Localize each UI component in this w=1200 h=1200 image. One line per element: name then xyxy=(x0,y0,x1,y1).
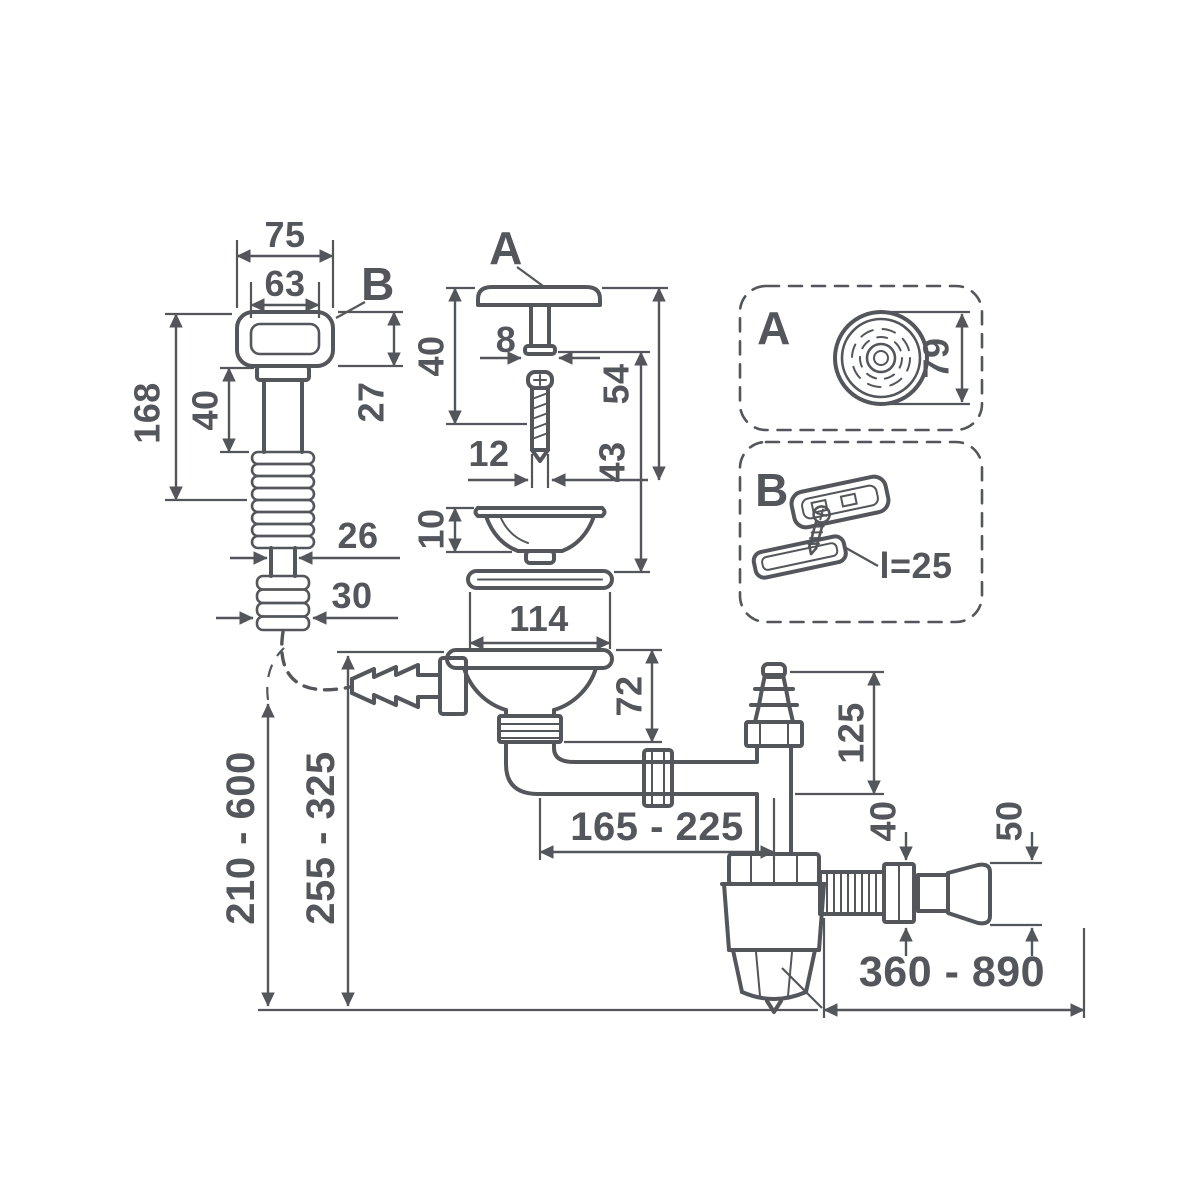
dim-label-l25: l=25 xyxy=(879,545,952,586)
dim-label-125: 125 xyxy=(831,702,872,764)
dim-label-165-225: 165 - 225 xyxy=(570,805,744,849)
drain-cover-top-view xyxy=(833,310,929,406)
detail-ref-a-label: A xyxy=(489,222,523,274)
dim-label-210-600: 210 - 600 xyxy=(219,751,263,925)
dim-label-255-325: 255 - 325 xyxy=(299,751,343,925)
dim-flange-114: 114 xyxy=(468,592,612,650)
dim-run-165-225: 165 - 225 xyxy=(538,798,776,860)
dim-label-12: 12 xyxy=(468,433,509,474)
dim-label-30: 30 xyxy=(331,575,372,616)
strainer-body xyxy=(445,648,614,744)
overflow-head xyxy=(235,310,335,382)
dim-label-63: 63 xyxy=(264,263,305,304)
dim-neck-40: 40 xyxy=(185,366,254,454)
detail-ref-b: B xyxy=(335,258,395,319)
dim-cap-40: 40 xyxy=(411,286,527,426)
dim-label-114: 114 xyxy=(509,598,569,639)
dim-label-43: 43 xyxy=(592,441,633,482)
dim-label-75: 75 xyxy=(264,214,305,255)
overflow-cover-plate xyxy=(789,474,891,530)
dim-label-168: 168 xyxy=(127,382,168,444)
dim-screw-12: 12 xyxy=(468,433,648,488)
inset-b-label: B xyxy=(755,464,789,516)
dim-label-40-neck: 40 xyxy=(185,389,226,430)
dim-stack-43: 43 xyxy=(558,350,650,574)
flexible-overflow-hose xyxy=(280,630,352,692)
dim-label-360-890: 360 - 890 xyxy=(859,948,1045,996)
dim-hose-end-30: 30 xyxy=(216,575,398,625)
strainer-basket xyxy=(473,506,607,565)
dim-label-27: 27 xyxy=(351,381,392,422)
dim-stack-54: 54 xyxy=(596,286,668,481)
dim-label-26: 26 xyxy=(337,515,378,556)
dim-hose-tail-26: 26 xyxy=(230,515,400,565)
dim-label-72: 72 xyxy=(609,675,650,716)
dim-hose-210-600: 210 - 600 xyxy=(219,647,285,1007)
waste-pipe-elbow xyxy=(504,740,757,808)
dim-label-10: 10 xyxy=(411,508,452,549)
bottle-trap xyxy=(720,852,828,1014)
dim-assembly-height-168: 168 xyxy=(127,312,247,502)
dim-depth-255-325: 255 - 325 xyxy=(299,650,444,1007)
drain-cap xyxy=(476,285,602,356)
overflow-pipe xyxy=(250,378,316,632)
dim-head-inner-63: 63 xyxy=(249,263,321,318)
fixing-screw xyxy=(526,370,554,463)
inset-a-box: A 79 xyxy=(738,284,984,432)
dim-body-72: 72 xyxy=(564,648,662,744)
dim-basket-10: 10 xyxy=(411,506,512,554)
overflow-cover-gasket xyxy=(751,534,848,580)
dim-label-40-cap: 40 xyxy=(411,335,452,376)
dim-reach-360-890: 360 - 890 xyxy=(781,918,1086,1018)
dim-branch-125: 125 xyxy=(790,670,884,796)
inset-a-label: A xyxy=(757,302,791,354)
detail-ref-b-label: B xyxy=(361,258,395,310)
rubber-gasket xyxy=(466,569,614,590)
dim-outlet-50: 50 xyxy=(989,800,1042,956)
dim-outlet-40: 40 xyxy=(863,800,913,956)
dim-label-54: 54 xyxy=(596,363,637,404)
dim-head-height-27: 27 xyxy=(338,310,403,423)
branch-connector xyxy=(744,662,804,856)
dim-stem-8: 8 xyxy=(480,319,600,365)
dim-screw-l25: l=25 xyxy=(845,545,952,586)
dim-label-50: 50 xyxy=(989,800,1030,841)
detail-ref-a: A xyxy=(489,222,544,287)
dim-label-8: 8 xyxy=(496,319,517,360)
dim-label-40-outlet: 40 xyxy=(863,800,904,841)
cover-screw xyxy=(807,505,831,556)
dim-head-width-75: 75 xyxy=(235,214,335,308)
dim-cover-79: 79 xyxy=(883,310,970,406)
inset-b-box: B l=25 xyxy=(738,440,984,624)
dim-label-79: 79 xyxy=(916,337,957,378)
outlet-pipe xyxy=(818,862,992,926)
